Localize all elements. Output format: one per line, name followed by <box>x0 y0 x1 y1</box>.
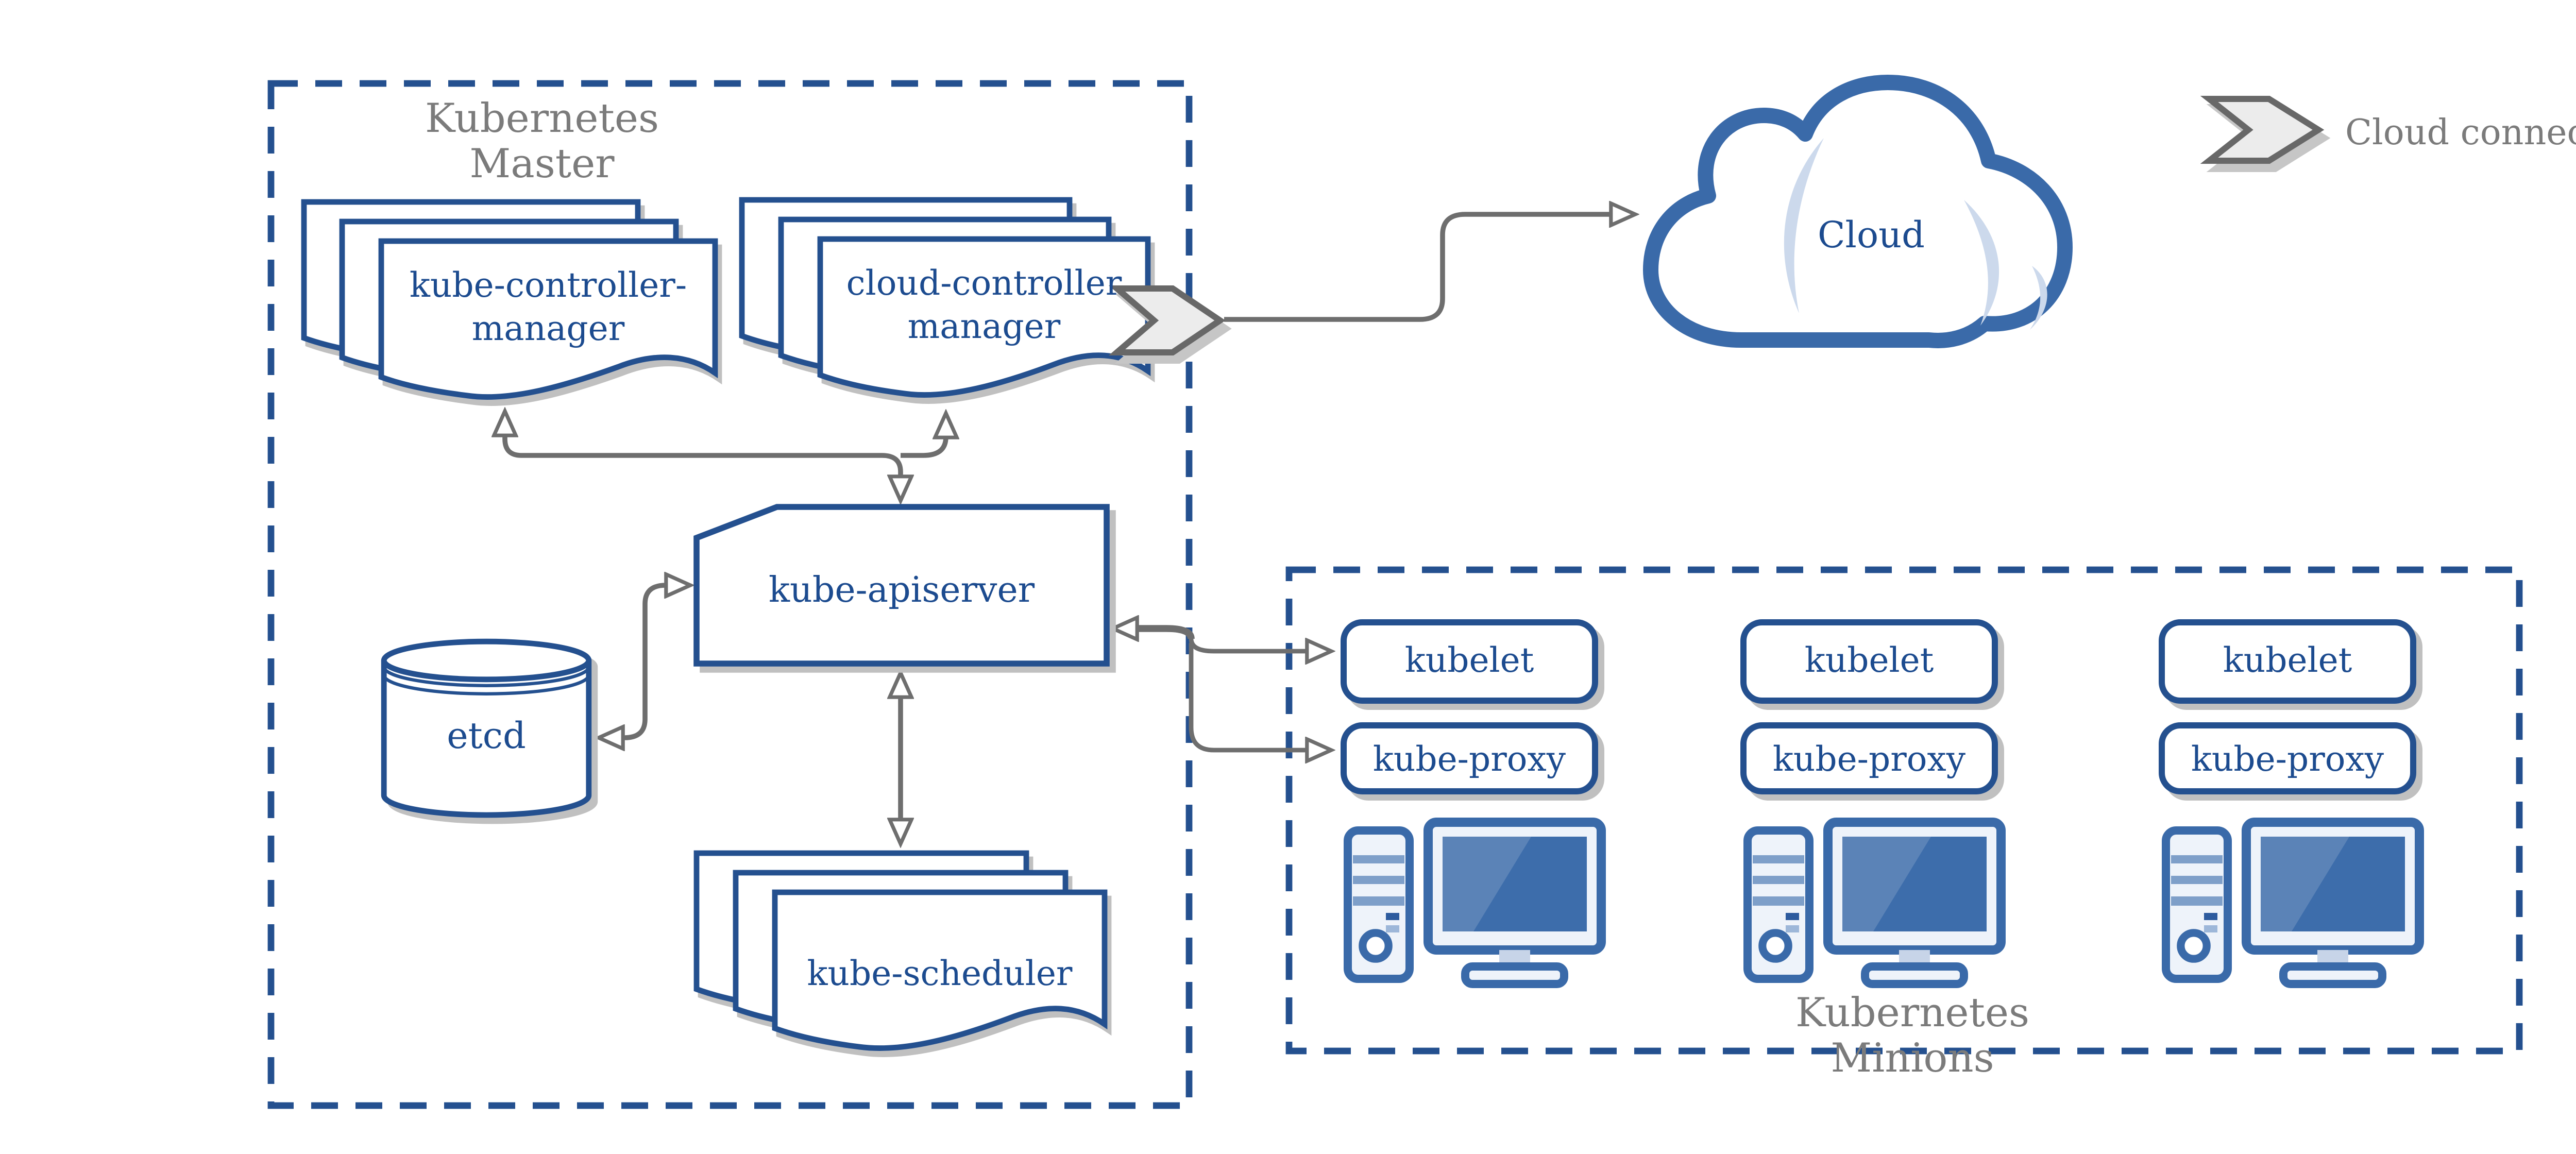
cloud-accent <box>1964 200 1999 326</box>
document-shape-front <box>378 238 718 400</box>
legend-chevron-icon <box>2200 96 2325 164</box>
kube-scheduler-label: kube-scheduler <box>807 954 1073 993</box>
kubelet-box-2 <box>1740 619 1998 704</box>
kube-proxy-label-1: kube-proxy <box>1372 739 1566 778</box>
arrow-junction-to-cloud-controller <box>901 414 946 458</box>
cylinder-ring <box>382 674 590 695</box>
label-line: cloud-controller <box>846 264 1122 303</box>
kube-apiserver-shape <box>693 504 1110 667</box>
cylinder-ring <box>382 666 590 687</box>
cloud-accent <box>1784 138 1824 313</box>
kubelet-label-1: kubelet <box>1404 641 1534 680</box>
minions-title-line2: Minions <box>1831 1033 1994 1081</box>
legend-label: Cloud connector <box>2345 112 2576 154</box>
kube-proxy-box-1 <box>1341 722 1598 794</box>
minions-boundary <box>1285 566 2523 1055</box>
connectors <box>505 214 1634 843</box>
arrow-to-kubelet <box>1189 639 1330 651</box>
minions-title-line1: Kubernetes <box>1795 989 2030 1037</box>
cylinder-body <box>381 660 592 818</box>
computer-icon <box>2162 818 2424 988</box>
label-line: manager <box>907 306 1061 345</box>
arrow-to-cloud <box>1224 214 1634 322</box>
kubelet-box-3 <box>2159 619 2416 704</box>
kube-controller-manager-label: kube-controller-manager <box>385 266 711 350</box>
document-shape-front <box>772 889 1108 1051</box>
cloud-connector-chevron-icon <box>1108 285 1226 355</box>
label-line: manager <box>471 308 625 347</box>
kubelet-box-1 <box>1341 619 1598 704</box>
cloud-accent <box>2030 266 2047 330</box>
arrow-apiserver-minions-trunk <box>1114 629 1195 639</box>
kubelet-label-2: kubelet <box>1804 641 1934 680</box>
label-line: kube-controller- <box>409 266 687 305</box>
document-shape-front <box>817 236 1151 398</box>
kube-proxy-label-2: kube-proxy <box>1772 739 1966 778</box>
computer-icon <box>1344 818 1606 988</box>
cloud-controller-manager-node <box>739 197 1226 398</box>
etcd-label: etcd <box>447 717 526 758</box>
master-title-line2: Master <box>469 139 615 186</box>
cloud-outline <box>1643 75 2073 348</box>
cloud-icon <box>1643 75 2073 348</box>
cylinder-top <box>381 638 592 683</box>
master-title-line1: Kubernetes <box>425 95 659 142</box>
kube-proxy-box-2 <box>1740 722 1998 794</box>
computer-icon <box>1743 818 2006 988</box>
arrow-to-kube-proxy <box>1189 643 1330 750</box>
arrow-apiserver-etcd <box>600 585 689 738</box>
arrow-controllers-to-apiserver <box>505 412 901 500</box>
cloud-label: Cloud <box>1818 216 1925 258</box>
minion-computers <box>1344 818 2424 988</box>
kube-proxy-label-3: kube-proxy <box>2191 739 2384 778</box>
etcd-database-icon <box>381 638 592 818</box>
kube-proxy-box-3 <box>2159 722 2416 794</box>
kube-controller-manager-node <box>301 199 718 400</box>
kube-apiserver-label: kube-apiserver <box>768 571 1035 612</box>
master-boundary <box>267 80 1193 1109</box>
kubelet-label-3: kubelet <box>2223 641 2352 680</box>
kube-scheduler-node <box>693 850 1108 1051</box>
